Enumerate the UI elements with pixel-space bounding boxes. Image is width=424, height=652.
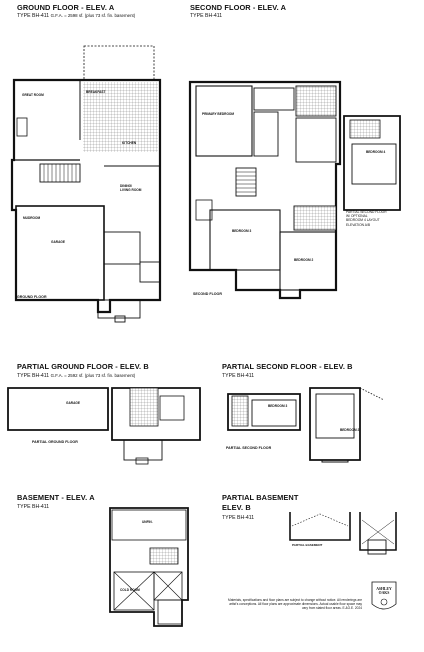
cold-room-label: COLD ROOM xyxy=(120,588,140,592)
basement-a-plan xyxy=(109,507,189,627)
optional-bedroom-note: PARTIAL SECOND FLOOR W/ OPTIONAL BEDROOM… xyxy=(346,210,387,227)
partial-basement-plan-label: PARTIAL BASEMENT xyxy=(292,543,323,547)
partial-ground-b-type-label: TYPE BH-411 xyxy=(17,373,50,379)
garage-b-label: GARAGE xyxy=(66,401,80,405)
partial-ground-b-type: TYPE BH-411 G.F.A. = 2592 sf. (plus 73 s… xyxy=(17,373,135,379)
basement-a-title: BASEMENT - ELEV. A xyxy=(17,493,95,502)
bedroom-2-label: BEDROOM 2 xyxy=(294,258,314,262)
partial-second-b-type: TYPE BH-411 xyxy=(222,373,255,379)
partial-ground-b-gfa: G.F.A. = 2592 sf. (plus 73 sf. fin. base… xyxy=(50,373,136,378)
bedroom-3-label: BEDROOM 3 xyxy=(232,229,252,233)
garage-label: GARAGE xyxy=(51,240,65,244)
primary-bedroom-label: PRIMARY BEDROOM xyxy=(202,112,235,116)
ashley-oaks-logo xyxy=(371,581,397,610)
logo-text: ASHLEY OAKS xyxy=(372,587,396,595)
partial-ground-b-plan xyxy=(7,387,201,465)
dining-living-label: DINING/ LIVING ROOM xyxy=(120,184,142,192)
basement-a-type: TYPE BH-411 xyxy=(17,504,50,510)
basement-unfinished-label: UNFIN. xyxy=(142,520,153,524)
breakfast-label: BREAKFAST xyxy=(86,90,106,94)
ground-floor-a-title: GROUND FLOOR - ELEV. A xyxy=(17,3,115,12)
partial-basement-b-title-1: PARTIAL BASEMENT xyxy=(222,493,299,502)
partial-ground-b-title: PARTIAL GROUND FLOOR - ELEV. B xyxy=(17,362,149,371)
ground-floor-a-type-label: TYPE BH-411 xyxy=(17,13,50,19)
partial-second-b-plan xyxy=(227,387,385,463)
second-floor-a-title: SECOND FLOOR - ELEV. A xyxy=(190,3,287,12)
ground-floor-plan-label: GROUND FLOOR xyxy=(17,295,47,299)
bedroom-4-label: BEDROOM 4 xyxy=(366,150,386,154)
partial-ground-floor-plan-label: PARTIAL GROUND FLOOR xyxy=(32,440,78,444)
second-floor-plan-label: SECOND FLOOR xyxy=(193,292,222,296)
ground-floor-a-gfa: G.F.A. = 2598 sf. (plus 73 sf. fin. base… xyxy=(50,13,136,18)
partial-second-b-title: PARTIAL SECOND FLOOR - ELEV. B xyxy=(222,362,353,371)
kitchen-label: KITCHEN xyxy=(122,141,137,145)
bedroom-2-b-label: BEDROOM 2 xyxy=(340,428,360,432)
logo-line-2: OAKS xyxy=(378,591,390,596)
partial-basement-b-plan xyxy=(289,512,397,555)
partial-basement-b-title-2: ELEV. B xyxy=(222,503,251,512)
mudroom-label: MUDROOM xyxy=(23,216,41,220)
bedroom-3-b-label: BEDROOM 3 xyxy=(268,404,288,408)
great-room-label: GREAT ROOM xyxy=(22,93,44,97)
ground-floor-a-type: TYPE BH-411 G.F.A. = 2598 sf. (plus 73 s… xyxy=(17,13,135,19)
second-floor-a-type: TYPE BH-411 xyxy=(190,13,223,19)
ground-floor-a-plan xyxy=(10,45,162,323)
logo-line-1: ASHLEY xyxy=(376,587,392,591)
partial-basement-b-type: TYPE BH-411 xyxy=(222,515,255,521)
disclaimer-text: Materials, specifications and floor plan… xyxy=(228,598,362,611)
partial-second-floor-plan-label: PARTIAL SECOND FLOOR xyxy=(226,446,272,450)
second-floor-a-plan xyxy=(188,80,401,300)
